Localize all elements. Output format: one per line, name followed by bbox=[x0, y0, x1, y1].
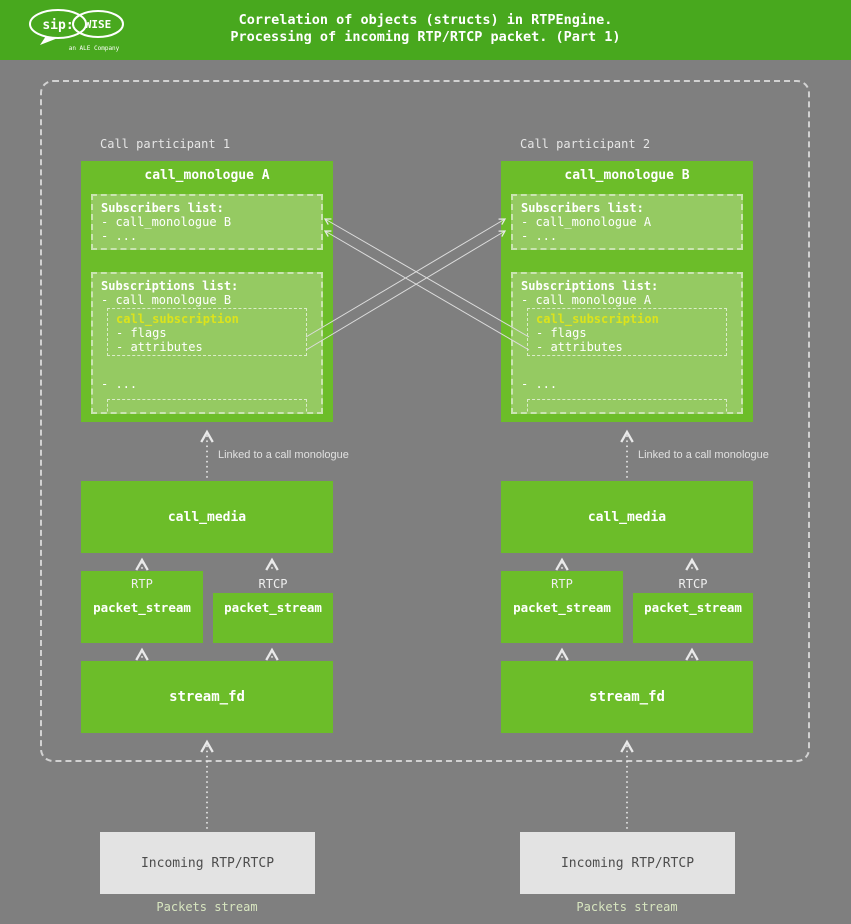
packet-stream-rtcp: RTCP packet_stream bbox=[633, 571, 753, 643]
subscribers-list-item: - call_monologue A bbox=[521, 215, 652, 229]
packet-stream-rtp: RTP packet_stream bbox=[81, 571, 203, 643]
incoming-rtp-rtcp-box: Incoming RTP/RTCP bbox=[100, 832, 315, 894]
stream-fd-box: stream_fd bbox=[81, 661, 333, 733]
subscribers-list-box: Subscribers list: - call_monologue A - .… bbox=[511, 194, 743, 250]
rtp-label: RTP bbox=[131, 577, 153, 591]
header-bar: sip: WISE an ALE Company Correlation of … bbox=[0, 0, 851, 60]
logo-text-sip: sip: bbox=[42, 18, 73, 33]
rtp-label: RTP bbox=[551, 577, 573, 591]
subscriptions-list-more: - ... bbox=[101, 377, 138, 391]
subscribers-list-item: - call_monologue B bbox=[101, 215, 232, 229]
page-title-line1: Correlation of objects (structs) in RTPE… bbox=[238, 12, 613, 28]
logo-bubble-right bbox=[72, 10, 124, 38]
diagram-frame bbox=[40, 80, 810, 762]
call-subscription-box: call_subscription - flags - attributes bbox=[107, 308, 307, 356]
subscribers-list-box: Subscribers list: - call_monologue B - .… bbox=[91, 194, 323, 250]
participant-label: Call participant 1 bbox=[100, 137, 231, 151]
call-subscription-title: call_subscription bbox=[116, 312, 239, 326]
call-monologue-box: call_monologue A Subscribers list: - cal… bbox=[81, 161, 333, 422]
call-monologue-title: call_monologue B bbox=[564, 168, 690, 183]
call-subscription-title: call_subscription bbox=[536, 312, 659, 326]
call-subscription-box: call_subscription - flags - attributes bbox=[527, 308, 727, 356]
next-subscription-box-partial bbox=[107, 399, 307, 412]
packet-stream-rtp-box bbox=[81, 571, 203, 643]
subscriptions-list-box: Subscriptions list: - call monologue A c… bbox=[511, 272, 743, 414]
linked-note: Linked to a call monologue bbox=[218, 449, 349, 461]
packets-stream-label: Packets stream bbox=[156, 900, 258, 914]
packet-stream-label: packet_stream bbox=[224, 600, 322, 615]
packet-stream-rtp-box bbox=[501, 571, 623, 643]
rtcp-label: RTCP bbox=[258, 577, 288, 591]
call-monologue-box: call_monologue B Subscribers list: - cal… bbox=[501, 161, 753, 422]
subscriptions-list-more: - ... bbox=[521, 377, 558, 391]
packet-stream-rtcp: RTCP packet_stream bbox=[213, 571, 333, 643]
packet-stream-rtcp-box bbox=[633, 593, 753, 643]
subscription-attributes-item: - attributes bbox=[536, 340, 623, 354]
packet-stream-rtp: RTP packet_stream bbox=[501, 571, 623, 643]
logo-text-wise: WISE bbox=[85, 18, 112, 31]
packet-stream-label: packet_stream bbox=[93, 600, 191, 615]
packet-stream-rtcp-box bbox=[213, 593, 333, 643]
packet-stream-label: packet_stream bbox=[513, 600, 611, 615]
subscribers-list-title: Subscribers list: bbox=[101, 201, 224, 215]
subscriptions-list-title: Subscriptions list: bbox=[101, 279, 239, 293]
packets-stream-label: Packets stream bbox=[576, 900, 678, 914]
subscription-flags-item: - flags bbox=[116, 326, 167, 340]
call-monologue-title: call_monologue A bbox=[144, 168, 270, 183]
stream-fd-box: stream_fd bbox=[501, 661, 753, 733]
subscribers-list-more: - ... bbox=[101, 229, 138, 243]
subscriptions-list-box: Subscriptions list: - call monologue B c… bbox=[91, 272, 323, 414]
subscriptions-list-title: Subscriptions list: bbox=[521, 279, 659, 293]
next-subscription-box-partial bbox=[527, 399, 727, 412]
subscription-flags-item: - flags bbox=[536, 326, 587, 340]
participant-label: Call participant 2 bbox=[520, 137, 651, 151]
subscription-attributes-item: - attributes bbox=[116, 340, 203, 354]
sipwise-logo: sip: WISE an ALE Company bbox=[29, 9, 124, 52]
incoming-rtp-rtcp-box: Incoming RTP/RTCP bbox=[520, 832, 735, 894]
logo-bubble-tail bbox=[40, 36, 58, 45]
linked-note: Linked to a call monologue bbox=[638, 449, 769, 461]
packet-stream-label: packet_stream bbox=[644, 600, 742, 615]
subscribers-list-more: - ... bbox=[521, 229, 558, 243]
subscriptions-list-item: - call monologue B bbox=[101, 293, 232, 307]
call-media-box: call_media bbox=[501, 481, 753, 553]
page-title: Correlation of objects (structs) in RTPE… bbox=[0, 12, 851, 46]
page-title-line2: Processing of incoming RTP/RTCP packet. … bbox=[230, 29, 621, 45]
subscriptions-list-item: - call monologue A bbox=[521, 293, 652, 307]
logo-tagline: an ALE Company bbox=[69, 45, 120, 52]
call-media-box: call_media bbox=[81, 481, 333, 553]
rtcp-label: RTCP bbox=[678, 577, 708, 591]
subscribers-list-title: Subscribers list: bbox=[521, 201, 644, 215]
